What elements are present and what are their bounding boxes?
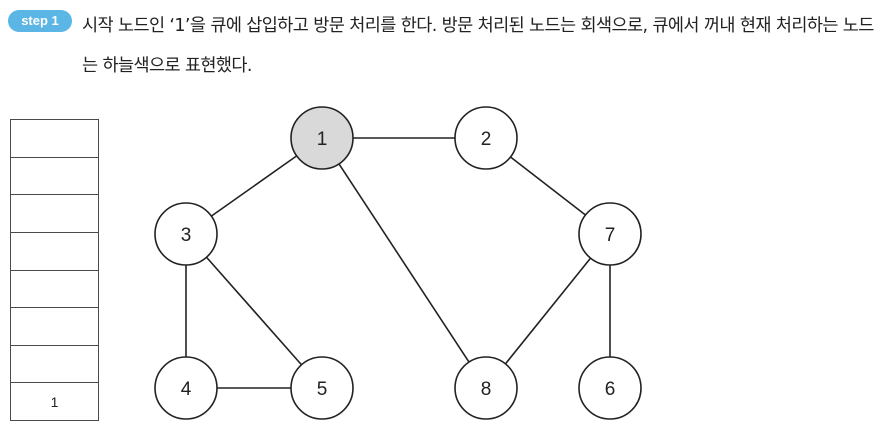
node-circle	[578, 202, 642, 266]
node-4: 4	[154, 356, 218, 420]
graph-edges	[185, 137, 611, 389]
node-1: 1	[290, 106, 354, 170]
graph-nodes: 1 2 3 7 4 5 8 6	[154, 106, 642, 420]
queue-cell	[11, 194, 98, 232]
queue-cell	[11, 156, 98, 195]
node-label: 8	[481, 379, 492, 400]
edge-1-3	[210, 155, 298, 217]
node-8: 8	[454, 356, 518, 420]
queue-cell: 1	[11, 382, 98, 420]
step-badge: step 1	[8, 10, 72, 32]
node-label: 7	[605, 225, 616, 246]
node-2: 2	[454, 106, 518, 170]
node-label: 6	[605, 379, 616, 400]
node-circle	[454, 356, 518, 420]
edge-2-7	[510, 156, 586, 216]
node-circle	[290, 106, 354, 170]
node-circle	[154, 202, 218, 266]
edge-3-5	[205, 256, 303, 366]
node-circle	[454, 106, 518, 170]
node-label: 5	[317, 379, 328, 400]
edge-1-8	[338, 163, 470, 363]
queue: 1	[10, 119, 99, 421]
queue-cell	[11, 307, 98, 345]
node-5: 5	[290, 356, 354, 420]
queue-cell	[11, 231, 98, 270]
node-label: 1	[317, 129, 328, 150]
node-6: 6	[578, 356, 642, 420]
edge-7-8	[504, 257, 592, 365]
node-3: 3	[154, 202, 218, 266]
node-label: 4	[181, 379, 192, 400]
node-label: 3	[181, 225, 192, 246]
node-circle	[154, 356, 218, 420]
queue-cell	[11, 269, 98, 308]
queue-cell	[11, 344, 98, 383]
node-circle	[578, 356, 642, 420]
node-circle	[290, 356, 354, 420]
node-label: 2	[481, 129, 492, 150]
node-7: 7	[578, 202, 642, 266]
step-description: 시작 노드인 ‘1’을 큐에 삽입하고 방문 처리를 한다. 방문 처리된 노드…	[82, 16, 874, 76]
